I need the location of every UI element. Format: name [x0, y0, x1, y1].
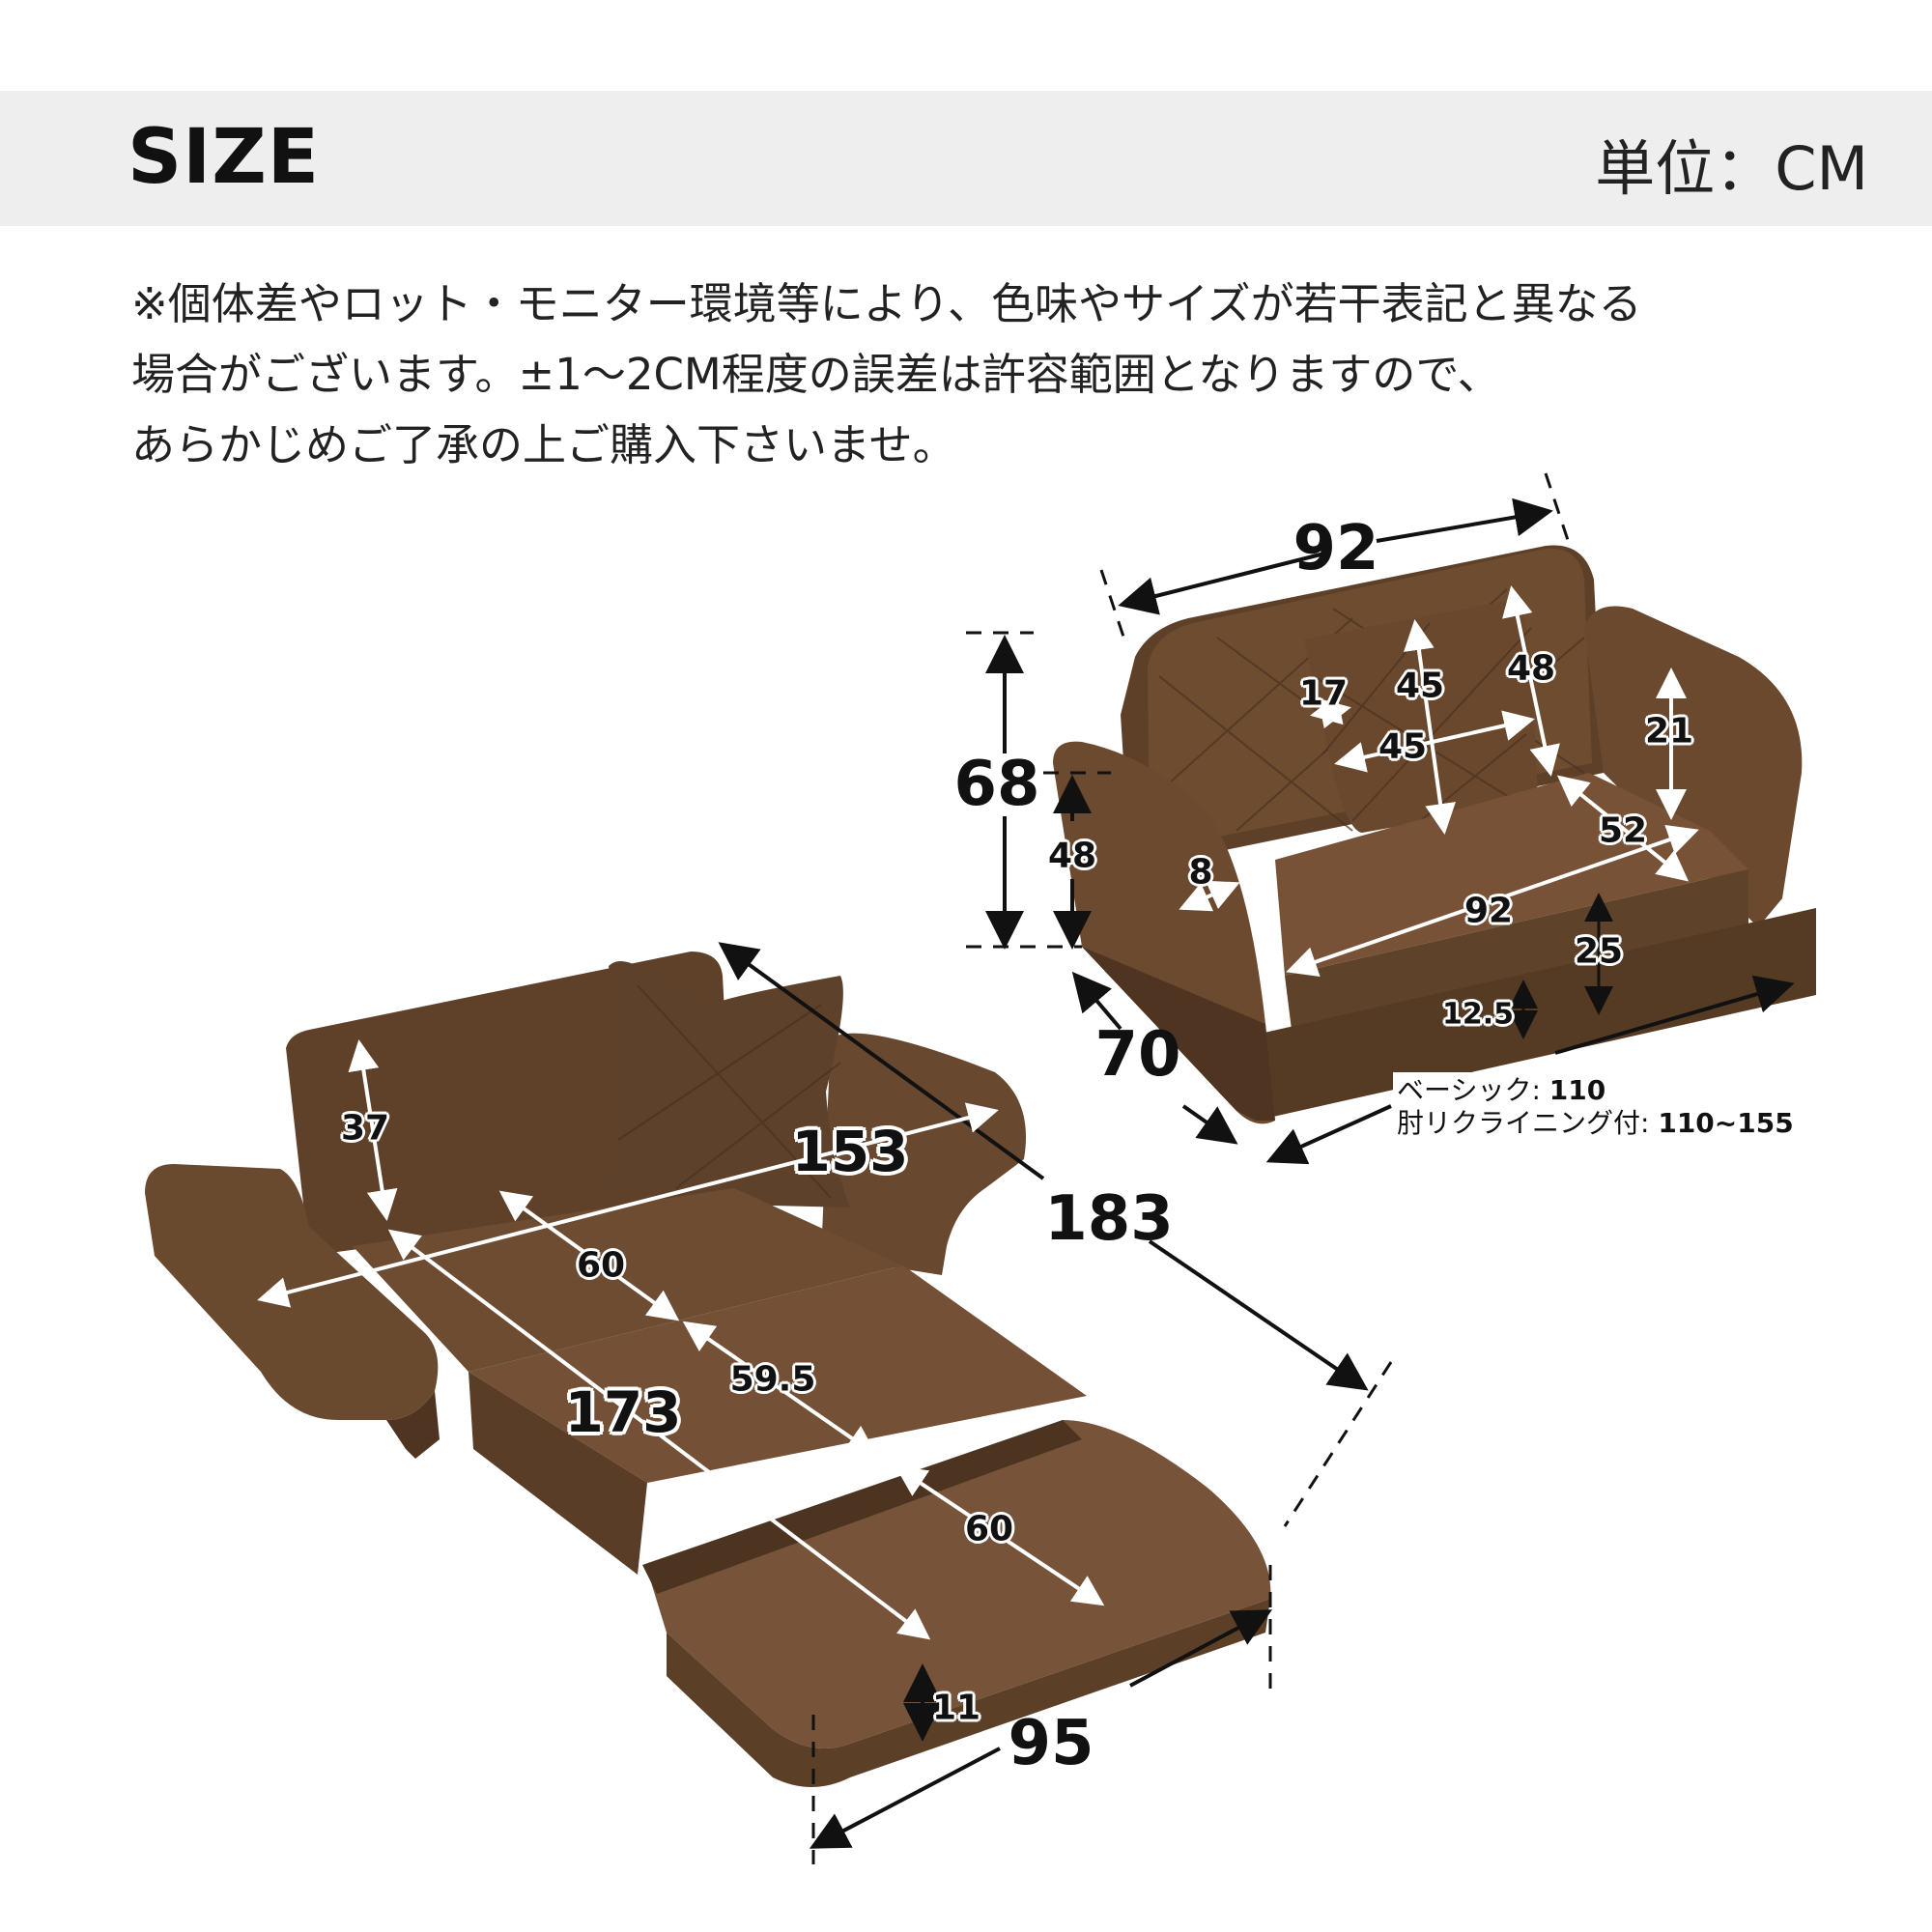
note-line: あらかじめご了承の上ご購入下さいませ。	[131, 419, 956, 470]
dim-base-height: 12.5	[1441, 997, 1515, 1032]
dim-backrest-height: 48	[1506, 648, 1556, 689]
bed-mode-illustration	[145, 942, 1393, 1864]
note-line: 場合がございます。±1～2CM程度の誤差は許容範囲となりますので、	[131, 349, 1501, 400]
dim-cushion-thickness: 17	[1298, 673, 1349, 714]
dim-mattress-length: 173	[564, 1379, 682, 1445]
dim-mattress-thickness: 11	[931, 1688, 981, 1728]
dim-overall-depth: 70	[1094, 1019, 1181, 1091]
variant-basic-value: 110	[1548, 1074, 1606, 1106]
dim-armrest-height: 48	[1047, 836, 1097, 876]
dim-seat-depth: 52	[1598, 810, 1648, 851]
dim-cushion-height: 45	[1395, 666, 1445, 706]
dim-section-3: 60	[964, 1509, 1014, 1549]
dim-cushion-width: 45	[1378, 726, 1428, 767]
dim-overall-width: 92	[1293, 513, 1379, 584]
dim-armrest-width: 8	[1188, 852, 1213, 893]
dim-bed-total-length: 183	[1044, 1183, 1174, 1255]
dim-mattress-width: 95	[1008, 1708, 1094, 1779]
dim-bed-backrest-height: 37	[340, 1108, 390, 1149]
variant-basic-label: ベーシック:	[1397, 1074, 1541, 1106]
variant-recline-label: 肘リクライニング付:	[1397, 1107, 1650, 1139]
page-title: SIZE	[128, 114, 321, 201]
note-line: ※個体差やロット・モニター環境等により、色味やサイズが若干表記と異なる	[131, 278, 1642, 329]
dim-section-1: 60	[576, 1245, 626, 1286]
variant-recline-value: 110~155	[1658, 1107, 1794, 1139]
dim-bed-total-width: 153	[791, 1119, 909, 1184]
dim-overall-height: 68	[953, 749, 1040, 820]
unit-label: 単位：CM	[1595, 133, 1868, 204]
sofa-mode-illustration	[966, 472, 1816, 1165]
width-variants: ベーシック: 110 肘リクライニング付: 110~155	[1393, 1072, 1798, 1142]
header-bar	[0, 91, 1932, 226]
dim-armrest-above-seat: 21	[1644, 711, 1694, 752]
dim-seat-height: 25	[1574, 931, 1624, 972]
dim-section-2: 59.5	[729, 1359, 816, 1400]
disclaimer-notes: ※個体差やロット・モニター環境等により、色味やサイズが若干表記と異なる 場合がご…	[131, 269, 1642, 480]
dim-seat-width: 92	[1463, 891, 1514, 931]
